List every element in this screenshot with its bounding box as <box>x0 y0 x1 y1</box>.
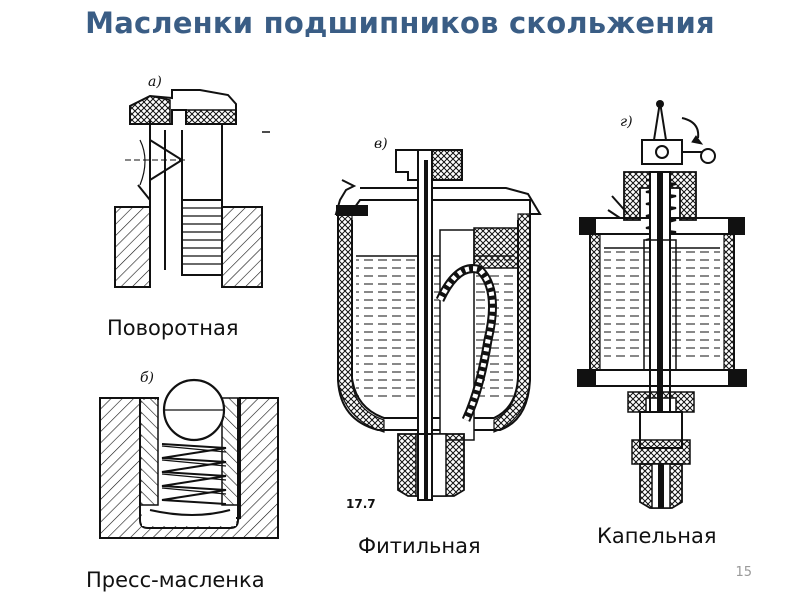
figure-g-letter: г) <box>620 114 633 130</box>
caption-press-oiler: Пресс-масленка <box>86 568 265 592</box>
figure-v-letter: в) <box>374 136 388 152</box>
caption-rotary: Поворотная <box>107 316 239 340</box>
figure-a-letter: а) <box>148 74 162 90</box>
caption-drip-oiler: Капельная <box>597 524 717 548</box>
figure-number: 17.7 <box>346 497 376 511</box>
caption-wick-oiler: Фитильная <box>358 534 481 558</box>
figure-b-letter: б) <box>140 370 154 386</box>
slide-title: Масленки подшипников скольжения <box>85 6 715 40</box>
slide-number: 15 <box>735 565 752 580</box>
